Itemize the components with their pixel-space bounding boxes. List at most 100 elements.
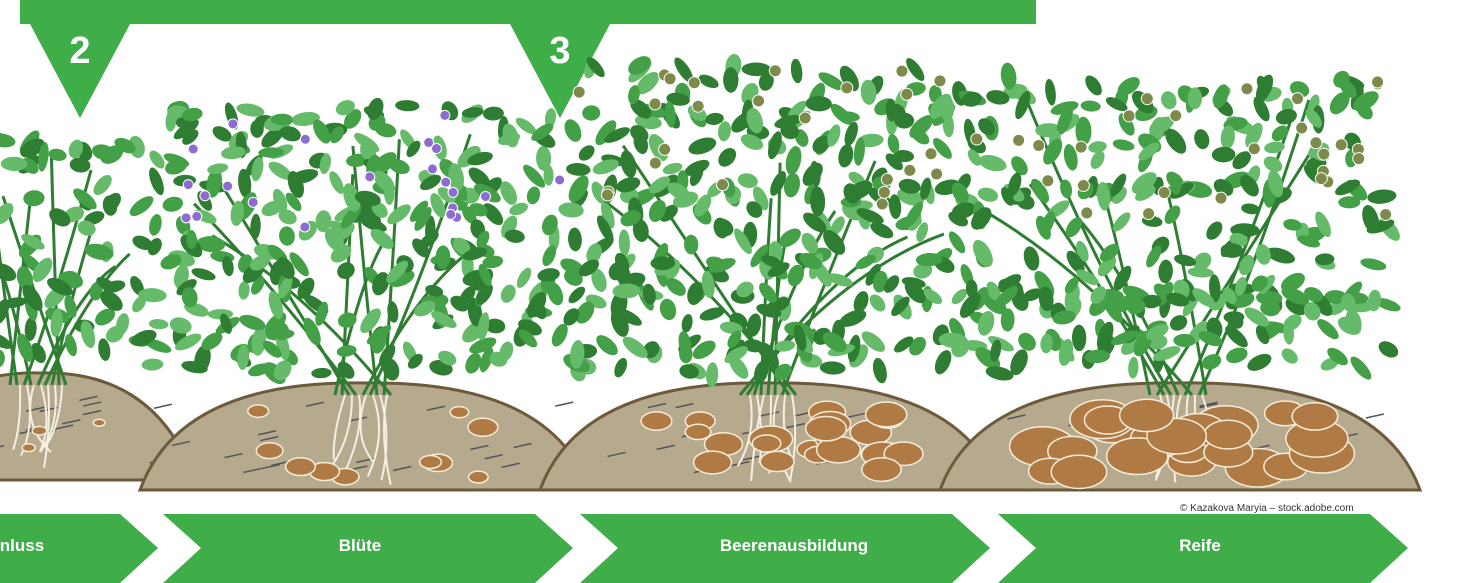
leaf: [582, 105, 601, 121]
berry: [1075, 141, 1087, 153]
berry: [1372, 76, 1384, 88]
flower: [440, 110, 450, 120]
flower: [555, 175, 565, 185]
berry: [1170, 110, 1182, 122]
leaf: [566, 162, 591, 176]
berry: [688, 77, 700, 89]
tuber: [22, 444, 35, 452]
tuber: [468, 471, 488, 483]
tuber: [866, 402, 907, 427]
berry: [692, 100, 704, 112]
leaf: [0, 131, 17, 149]
tuber: [420, 456, 442, 469]
leaf: [141, 358, 163, 371]
leaf: [525, 185, 542, 206]
leaf: [278, 226, 296, 247]
berry: [1318, 148, 1330, 160]
leaf: [686, 134, 718, 157]
tuber: [862, 458, 901, 482]
berry: [573, 86, 585, 98]
leaf: [1158, 89, 1179, 112]
berry: [769, 65, 781, 77]
leaf: [658, 297, 679, 322]
leaf: [1161, 203, 1183, 227]
flower: [192, 211, 202, 221]
leaf: [1187, 266, 1214, 278]
leaf: [819, 361, 845, 375]
berry: [904, 164, 916, 176]
stage-label-4: Reife: [1050, 536, 1350, 556]
leaf: [536, 267, 560, 284]
leaf: [576, 142, 598, 164]
tuber: [1120, 399, 1174, 431]
berry: [1033, 139, 1045, 151]
leaf: [498, 282, 519, 305]
leaf: [1279, 345, 1301, 366]
leaf: [561, 117, 584, 145]
tuber: [468, 418, 498, 436]
tuber: [32, 426, 46, 435]
berry: [1315, 173, 1327, 185]
leaf: [1173, 253, 1198, 269]
leaf: [514, 265, 534, 290]
leaf: [126, 192, 156, 219]
leaf: [1, 157, 28, 172]
flower: [248, 197, 258, 207]
berry: [1158, 187, 1170, 199]
berry: [896, 65, 908, 77]
flower: [183, 180, 193, 190]
leaf: [311, 367, 332, 378]
leaf: [149, 318, 169, 330]
leaf: [1158, 259, 1174, 284]
stage-label-3: Beerenausbildung: [644, 536, 944, 556]
berry: [649, 98, 661, 110]
flower: [223, 181, 233, 191]
image-credit: © Kazakova Maryia – stock.adobe.com: [1180, 503, 1354, 514]
flower: [300, 134, 310, 144]
berry: [1310, 137, 1322, 149]
leaf: [395, 100, 420, 112]
flower: [188, 144, 198, 154]
leaf: [1112, 138, 1136, 153]
tuber: [641, 412, 672, 430]
berry: [1296, 122, 1308, 134]
leaf: [46, 205, 74, 231]
leaf: [1376, 338, 1402, 361]
leaf: [238, 281, 251, 301]
stage-label-2: Blüte: [210, 536, 510, 556]
leaf: [1203, 219, 1226, 243]
berry: [931, 168, 943, 180]
berry: [659, 143, 671, 155]
berry: [1081, 207, 1093, 219]
soil-furrow: [1366, 414, 1384, 418]
leaf: [1224, 345, 1250, 366]
flower: [448, 187, 458, 197]
berry: [1241, 83, 1253, 95]
berry: [1215, 192, 1227, 204]
berry: [1013, 134, 1025, 146]
tuber: [286, 458, 316, 476]
tuber: [806, 416, 847, 440]
flower: [480, 191, 490, 201]
berry: [753, 95, 765, 107]
leaf: [0, 348, 6, 369]
tuber: [752, 435, 780, 452]
berry: [1141, 93, 1153, 105]
leaf: [147, 213, 163, 237]
berry: [881, 173, 893, 185]
berry: [1123, 110, 1135, 122]
leaf: [1314, 316, 1342, 343]
leaf: [783, 145, 804, 177]
berry: [1042, 175, 1054, 187]
leaf: [161, 195, 185, 214]
leaf: [567, 227, 582, 252]
berry: [1380, 209, 1392, 221]
leaf: [618, 229, 630, 256]
stage-label-1: nluss: [0, 536, 172, 556]
flower: [441, 177, 451, 187]
tuber: [694, 451, 732, 474]
flower: [446, 209, 456, 219]
leaf: [1245, 350, 1274, 374]
berry: [876, 198, 888, 210]
